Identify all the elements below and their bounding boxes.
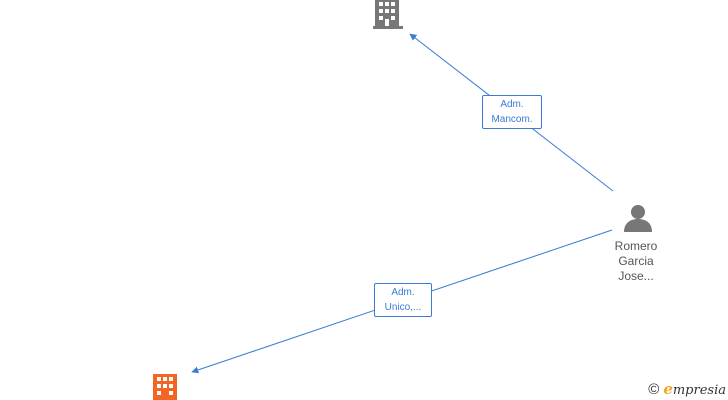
person-name-line: Jose... bbox=[618, 269, 654, 283]
edge-label-unico[interactable]: Adm. Unico,... bbox=[374, 283, 432, 317]
brand-logo-initial: e bbox=[663, 380, 673, 398]
edge-label-line: Adm. bbox=[391, 287, 415, 298]
brand-logo-text: mpresia bbox=[672, 383, 726, 398]
person-name-line: Romero bbox=[614, 239, 658, 253]
edge-label-line: Adm. bbox=[500, 99, 524, 110]
edge-label-line: Mancom. bbox=[491, 114, 533, 125]
building-icon[interactable] bbox=[153, 374, 177, 400]
copyright-icon: © bbox=[648, 380, 660, 398]
edge-label-line: Unico,... bbox=[384, 302, 422, 313]
brand-logo: empresia bbox=[663, 380, 726, 398]
person-name-line: Garcia bbox=[618, 254, 654, 268]
brand-watermark: © empresia bbox=[648, 380, 726, 398]
building-icon[interactable] bbox=[373, 0, 403, 29]
person-name-label[interactable]: Romero Garcia Jose... bbox=[596, 239, 676, 284]
edge-label-mancom[interactable]: Adm. Mancom. bbox=[482, 95, 542, 129]
person-icon[interactable] bbox=[624, 205, 652, 232]
